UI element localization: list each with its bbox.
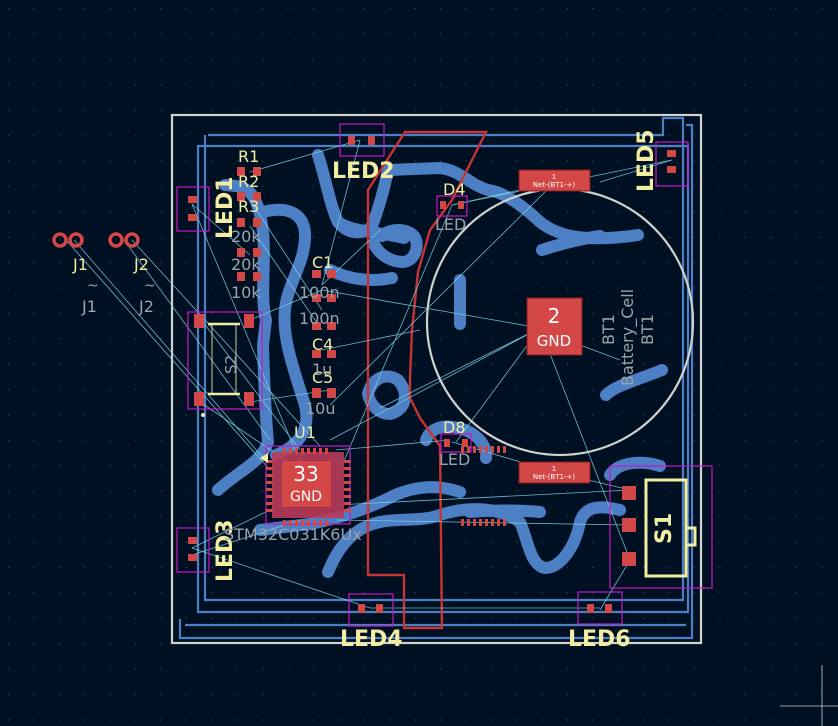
u1-pad-number: 33 [293, 462, 318, 486]
val-c1: 100n [299, 283, 340, 302]
switch-silkscreen [208, 322, 697, 578]
bt1-pad-net: GND [537, 332, 571, 350]
val-bt1: Battery_Cell [618, 289, 638, 386]
ref-led4: LED4 [340, 627, 403, 652]
ref-r3: R3 [238, 197, 259, 216]
bt1-pad1-number-bottom: 1 [552, 465, 556, 473]
front-copper-zone [366, 130, 488, 630]
fab-j2: J2 [138, 297, 154, 316]
ref-r1: R1 [238, 147, 259, 166]
board-margin-lines [178, 116, 694, 640]
smd-pads [188, 136, 676, 613]
ref-led1: LED1 [213, 176, 238, 239]
ref-c5: C5 [312, 368, 333, 387]
tilde-j1: ~ [87, 278, 99, 294]
ref-led5: LED5 [634, 129, 659, 192]
val-r-a: 20k [231, 227, 261, 246]
val-d4: LED [435, 215, 466, 234]
val-c4: 1u [312, 360, 332, 379]
battery-plus-pads [518, 169, 591, 484]
tilde-j2: ~ [144, 278, 156, 294]
ref-j2: J2 [133, 255, 149, 274]
fab-bt1: BT1 [599, 314, 618, 345]
val-u1: STM32C031K6Ux [224, 525, 362, 544]
bt1-pad1-net-bottom: Net-(BT1-+) [533, 473, 575, 481]
ref-j1: J1 [72, 255, 88, 274]
through-hole-pads [52, 232, 140, 248]
val-c2: 100n [299, 309, 340, 328]
bt1-pad1-number-top: 1 [552, 173, 556, 181]
ref-c1: C1 [312, 253, 333, 272]
u1-footprint [266, 446, 506, 526]
val-c5: 10u [305, 399, 336, 418]
val-r-c: 10k [231, 283, 261, 302]
cursor-crosshair [780, 665, 838, 726]
courtyards [176, 123, 713, 627]
val-r-b: 20k [231, 255, 261, 274]
ref-r2: R2 [238, 172, 259, 191]
ref-u1: U1 [294, 423, 316, 442]
fab-s2: S2 [222, 355, 240, 374]
ref-d8: D8 [443, 418, 466, 437]
bt1-pad1-net-top: Net-(BT1-+) [533, 181, 575, 189]
ref-c4: C4 [312, 335, 333, 354]
ref-led6: LED6 [568, 627, 631, 652]
ref-led2: LED2 [332, 159, 395, 184]
u1-pad-net: GND [290, 489, 322, 505]
bt1-pad-number: 2 [548, 304, 561, 328]
fab-j1: J1 [81, 297, 97, 316]
fab-bt1-b: BT1 [638, 314, 657, 345]
ref-led3: LED3 [213, 519, 238, 582]
val-d8: LED [439, 450, 470, 469]
board-outline [170, 113, 703, 645]
ref-d4: D4 [443, 180, 466, 199]
pin1-markers [201, 413, 268, 463]
ref-s1: S1 [652, 513, 677, 544]
battery-gnd-pad [526, 297, 583, 356]
